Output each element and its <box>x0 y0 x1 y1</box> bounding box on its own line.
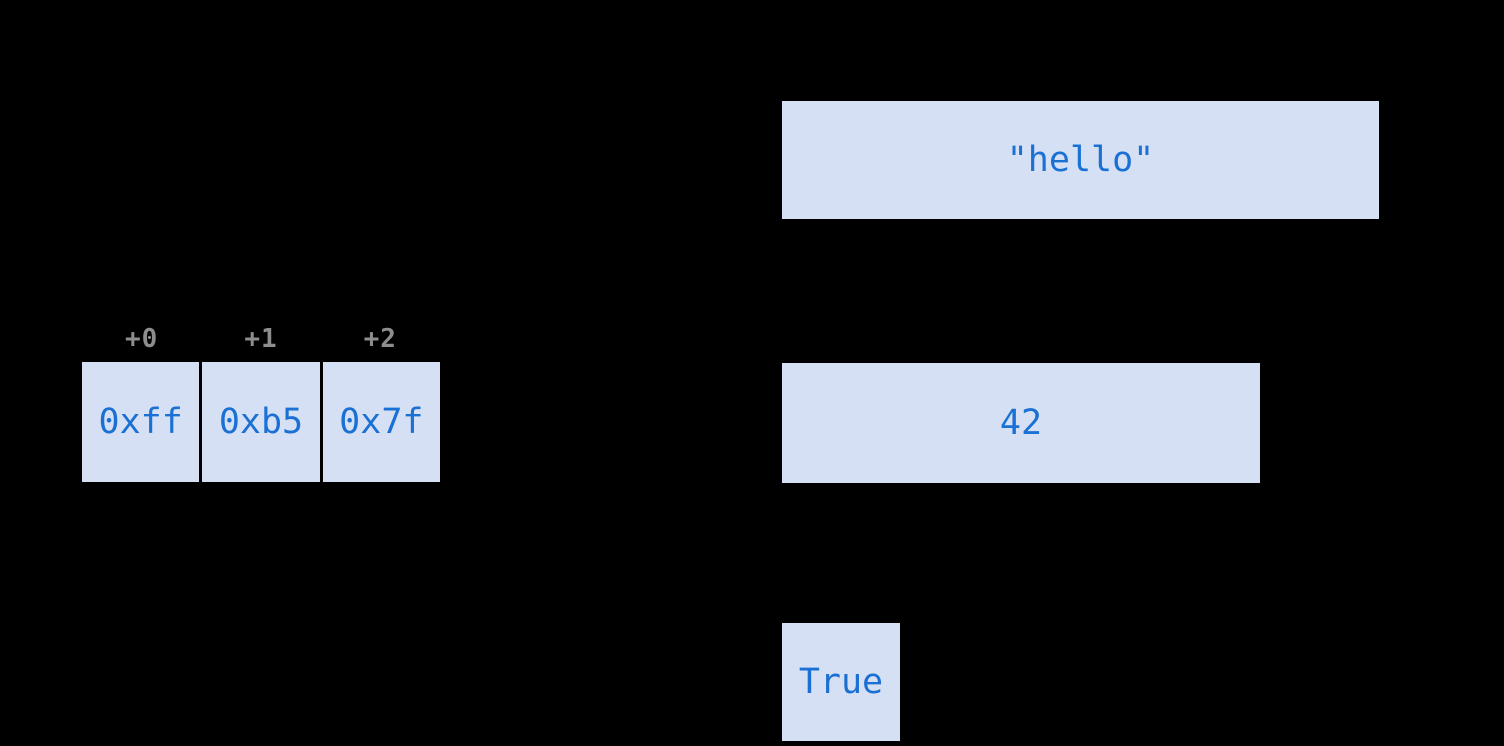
int-value-text: 42 <box>999 403 1043 443</box>
byte-cell-1-value: 0xb5 <box>218 402 304 442</box>
byte-cell-1: 0xb5 <box>202 362 320 482</box>
offset-label-1: +1 <box>244 324 278 354</box>
offset-label-2: +2 <box>363 324 397 354</box>
int-value-box: 42 <box>782 363 1260 483</box>
byte-cell-2: 0x7f <box>322 362 440 482</box>
string-value-box: "hello" <box>782 101 1379 219</box>
offset-label-0: +0 <box>125 324 159 354</box>
byte-cell-0-value: 0xff <box>98 402 183 442</box>
string-value-text: "hello" <box>1006 140 1155 180</box>
bool-value-box: True <box>782 623 900 741</box>
byte-offset-row: +0 +1 +2 <box>82 322 440 356</box>
bool-value-text: True <box>798 662 884 702</box>
byte-cell-2-value: 0x7f <box>339 402 424 442</box>
byte-array: 0xff 0xb5 0x7f <box>82 362 440 482</box>
byte-cell-0: 0xff <box>82 362 200 482</box>
